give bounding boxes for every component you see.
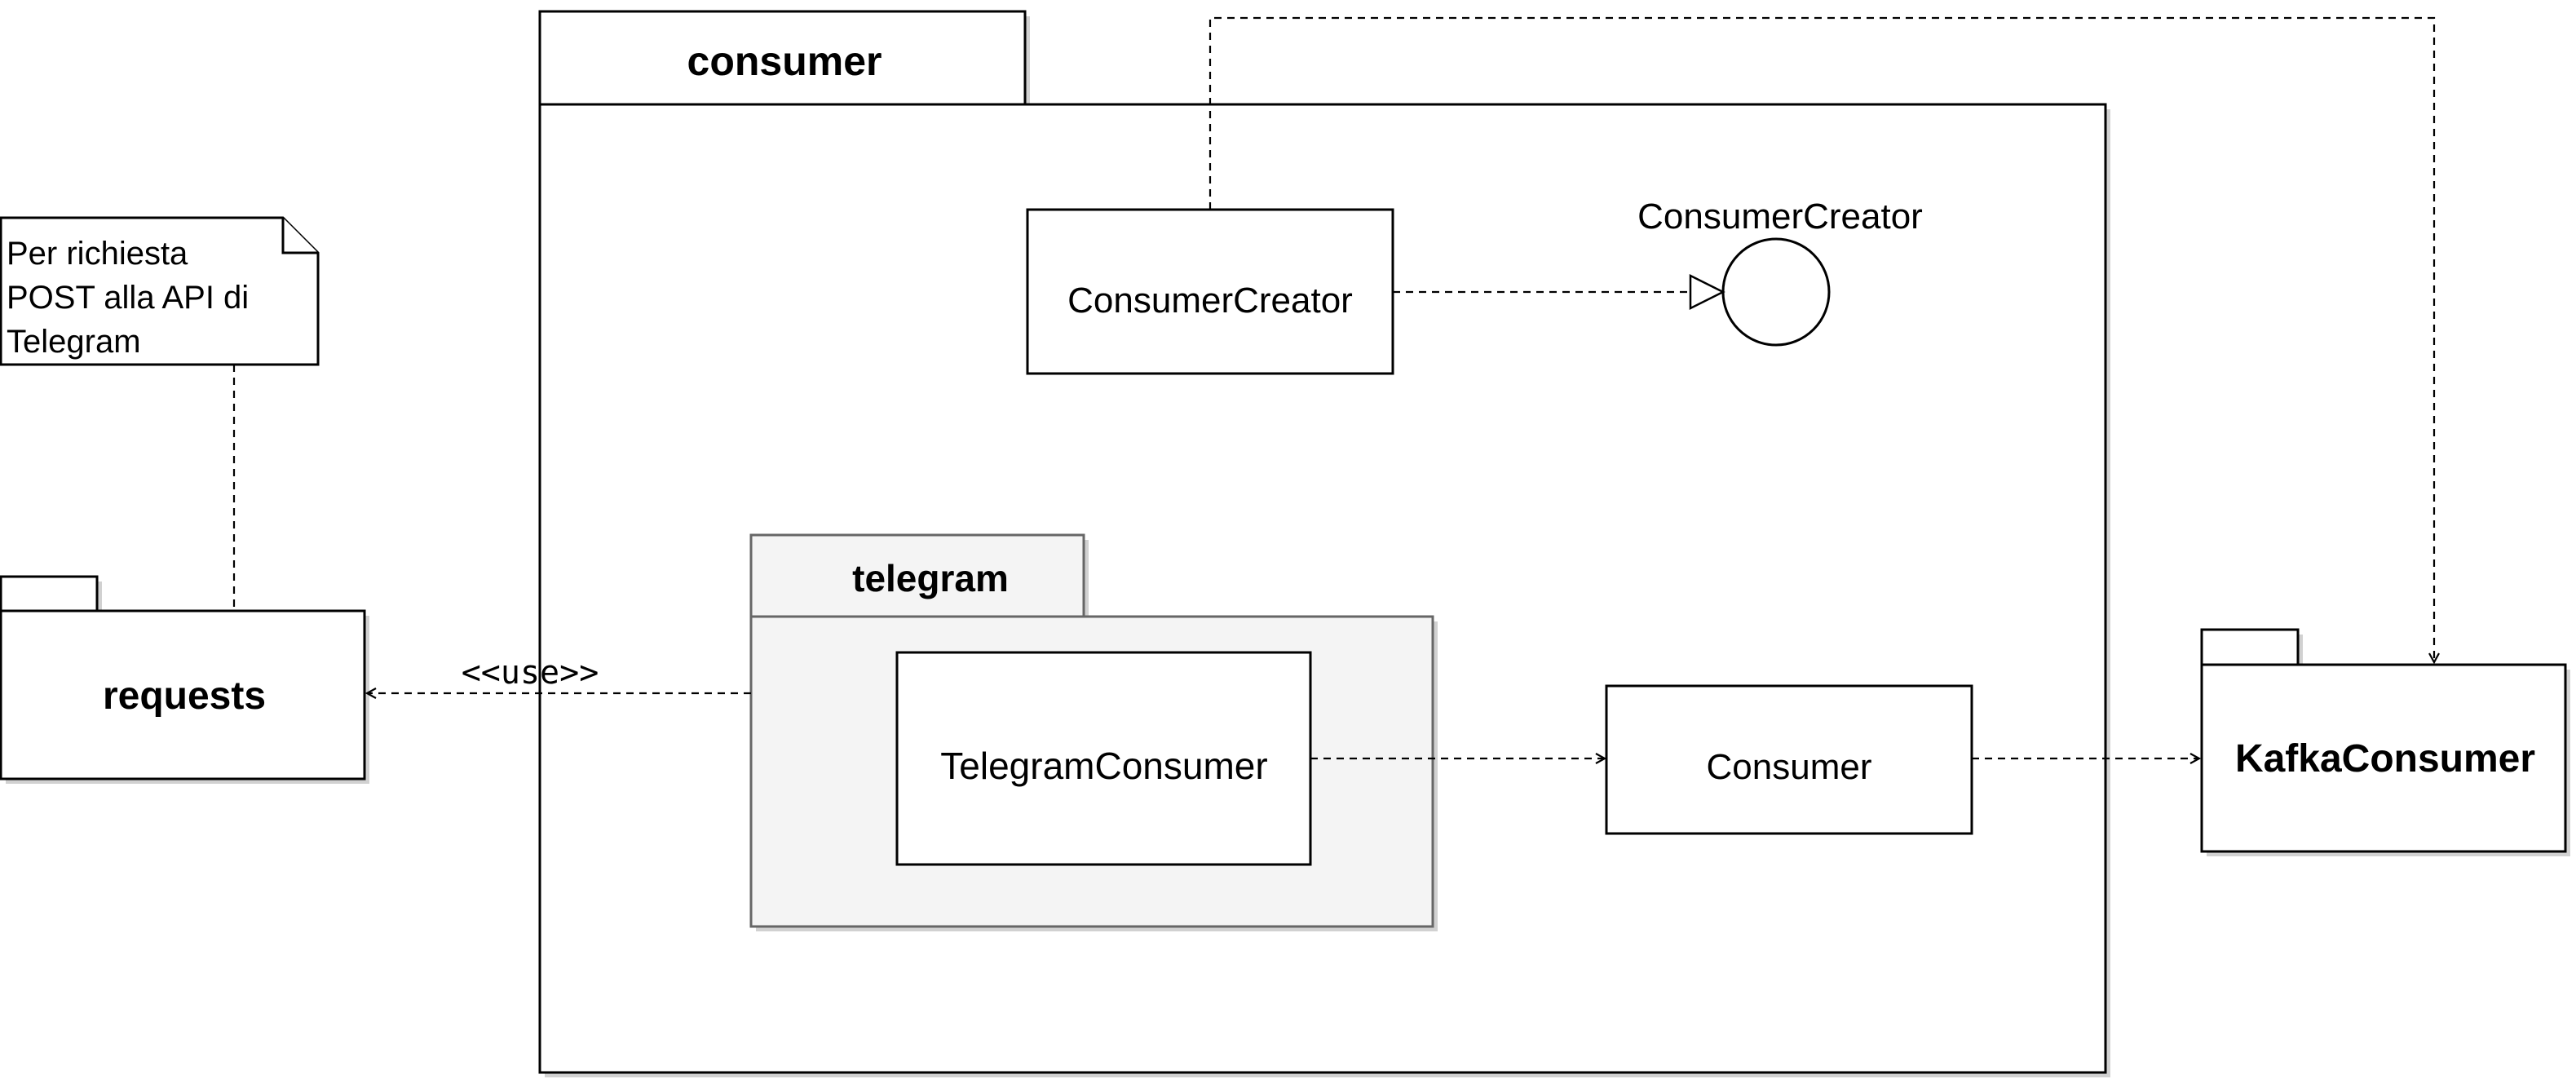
class-consumer-creator-label: ConsumerCreator	[1067, 281, 1353, 321]
class-telegram-consumer[interactable]: TelegramConsumer	[895, 651, 1312, 866]
class-telegram-consumer-label: TelegramConsumer	[940, 745, 1267, 787]
note-line-1: Per richiesta	[7, 236, 188, 272]
use-stereotype-label: <<use>>	[462, 654, 599, 692]
note-telegram-api[interactable]: Per richiesta POST alla API di Telegram	[0, 216, 320, 366]
interface-consumer-creator-label: ConsumerCreator	[1637, 197, 1923, 237]
interface-consumer-creator[interactable]: ConsumerCreator	[1637, 197, 1923, 347]
package-telegram-tab	[749, 533, 1085, 618]
class-consumer[interactable]: Consumer	[1605, 684, 1973, 835]
note-line-3: Telegram	[7, 324, 141, 360]
package-requests-title: requests	[103, 674, 266, 718]
class-consumer-creator[interactable]: ConsumerCreator	[1026, 208, 1394, 375]
class-consumer-label: Consumer	[1707, 747, 1872, 787]
note-line-2: POST alla API di	[7, 280, 249, 316]
package-requests[interactable]: requests	[0, 575, 369, 784]
package-telegram-title: telegram	[852, 557, 1009, 599]
package-kafka-consumer[interactable]: KafkaConsumer	[2200, 628, 2570, 856]
package-kafka-consumer-title: KafkaConsumer	[2235, 737, 2535, 781]
interface-circle-icon	[1721, 237, 1831, 347]
dependency-creator-kafka	[1208, 16, 2434, 662]
package-consumer-title: consumer	[687, 38, 882, 84]
realization-triangle-icon	[1689, 273, 1725, 311]
